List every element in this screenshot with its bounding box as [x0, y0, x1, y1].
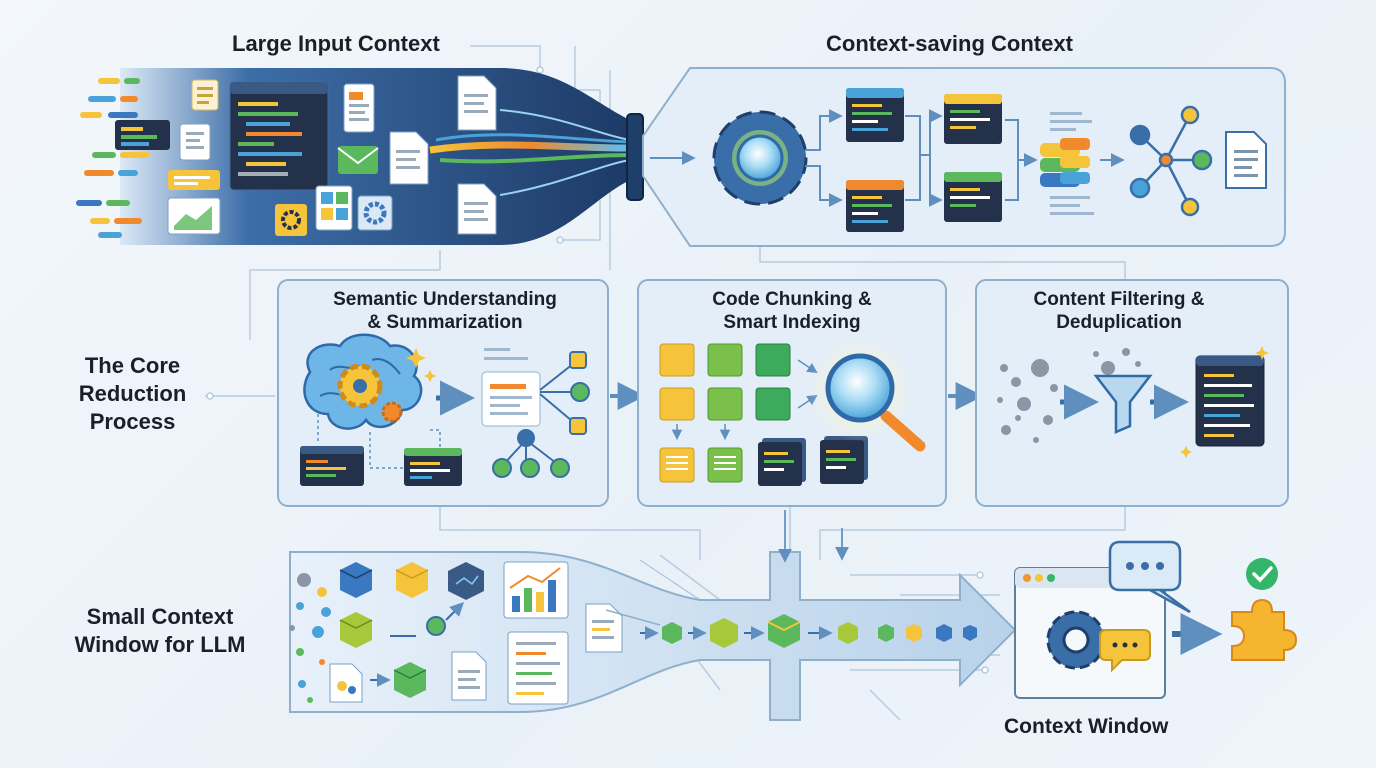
puzzle-icon — [1231, 598, 1298, 661]
check-icon — [1246, 558, 1278, 590]
cube-icon — [393, 662, 427, 698]
database-icon — [1040, 138, 1090, 187]
small-window-line: Small Context — [86, 604, 234, 629]
filtering-title: Content Filtering & Deduplication — [976, 288, 1262, 334]
document-icon — [343, 83, 375, 133]
gear-icon — [1046, 610, 1106, 670]
document-icon — [389, 131, 429, 185]
cube-stream — [640, 614, 977, 648]
chunking-title-line: Smart Indexing — [723, 312, 861, 333]
cube-icon — [838, 622, 858, 644]
network-icon — [1129, 105, 1213, 217]
large-input-funnel — [76, 68, 644, 245]
document-icon — [329, 663, 363, 703]
chunking-title: Code Chunking & Smart Indexing — [638, 288, 946, 334]
sparkle-icon — [1255, 346, 1269, 360]
code-block-icon — [758, 438, 806, 486]
code-block-icon — [1195, 355, 1265, 447]
small-window-label: Small Context Window for LLM — [60, 603, 260, 659]
core-process-line: The Core — [84, 353, 181, 378]
code-block-icon — [944, 172, 1002, 222]
document-icon — [585, 603, 623, 653]
small-window-line: Window for LLM — [74, 632, 246, 657]
branch-arrows — [805, 116, 1125, 207]
chat-bubble-icon — [1099, 629, 1151, 673]
scattered-data — [997, 348, 1141, 443]
input-code-card — [115, 120, 170, 150]
network-icon — [492, 351, 590, 478]
document-icon — [457, 183, 497, 235]
code-block-icon — [846, 180, 904, 232]
code-block-icon — [404, 448, 462, 486]
cube-icon — [878, 624, 894, 642]
cube-icon — [339, 562, 373, 598]
sparkle-icon — [424, 370, 436, 382]
data-stream — [429, 109, 631, 196]
envelope-icon — [337, 146, 379, 174]
core-process-label: The Core Reduction Process — [60, 352, 205, 436]
cube-icon — [710, 618, 738, 648]
code-editor-window — [229, 81, 329, 191]
indexed-block — [659, 447, 695, 483]
semantic-title: Semantic Understanding & Summarization — [278, 288, 612, 334]
magnifier-icon — [732, 130, 788, 186]
cube-icon — [963, 625, 977, 641]
chart-icon — [503, 561, 569, 619]
document-icon — [451, 651, 487, 701]
magnifier-icon — [808, 338, 926, 452]
document-icon — [179, 123, 211, 161]
funnel-icon — [1093, 374, 1153, 434]
document-icon — [1225, 131, 1267, 189]
bottleneck-clamp — [626, 113, 644, 201]
document-icon — [191, 79, 219, 111]
code-block-icon — [820, 436, 868, 484]
chunk-grid — [659, 343, 791, 421]
gear-icon — [357, 195, 393, 231]
indexed-block — [707, 447, 743, 483]
code-block-icon — [300, 446, 364, 486]
cube-icon — [936, 624, 952, 642]
context-window — [1014, 567, 1166, 699]
semantic-title-line: Semantic Understanding — [333, 289, 557, 310]
semantic-title-line: & Summarization — [367, 312, 523, 333]
filtering-title-line: Content Filtering & — [1033, 289, 1205, 310]
text-lines — [1050, 112, 1094, 215]
cube-icon — [767, 614, 801, 648]
cube-icon — [395, 562, 429, 598]
chunking-title-line: Code Chunking & — [712, 289, 872, 310]
sparkle-icon — [406, 348, 426, 368]
cube-icon — [906, 624, 922, 642]
context-window-label: Context Window — [1004, 715, 1169, 738]
semantic-panel — [277, 279, 609, 507]
context-saving-label: Context-saving Context — [826, 31, 1073, 56]
chart-icon — [167, 197, 221, 235]
chunking-panel — [637, 279, 947, 507]
gear-icon — [337, 363, 403, 423]
context-saving-panel — [642, 67, 1286, 247]
dot-cluster — [289, 573, 331, 703]
code-block-icon — [846, 88, 904, 142]
core-process-line: Reduction — [78, 381, 187, 406]
layout-card — [315, 185, 353, 231]
code-block-icon — [944, 94, 1002, 144]
cube-icon — [448, 562, 484, 600]
cube-icon — [339, 612, 373, 648]
core-process-line: Process — [89, 409, 176, 434]
cube-icon — [662, 622, 682, 644]
filtering-panel — [975, 279, 1289, 507]
chat-bubble-icon — [1108, 540, 1191, 614]
code-document — [507, 631, 569, 705]
document-icon — [457, 75, 497, 131]
input-code-card — [168, 170, 220, 190]
filtering-title-line: Deduplication — [1056, 312, 1182, 333]
input-dashes — [76, 78, 150, 238]
small-context-pipeline — [289, 510, 1017, 721]
gear-icon — [275, 204, 307, 236]
sparkle-icon — [1180, 446, 1192, 458]
summary-list — [481, 348, 541, 427]
large-input-label: Large Input Context — [232, 31, 440, 56]
